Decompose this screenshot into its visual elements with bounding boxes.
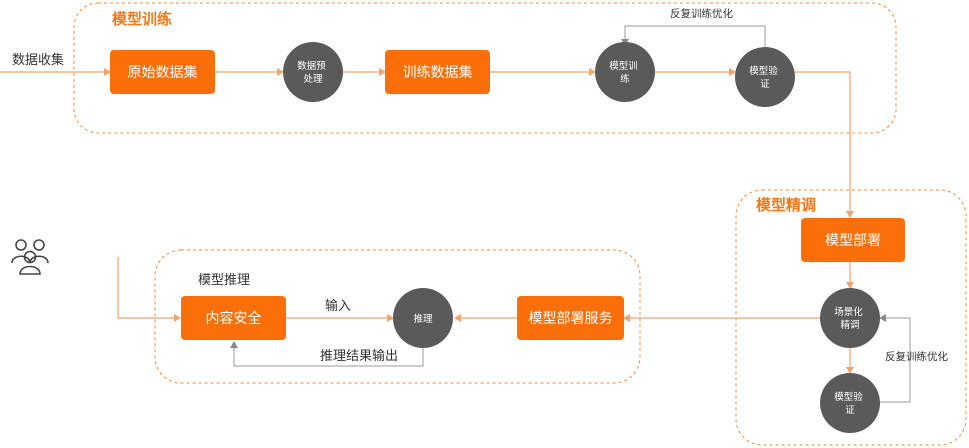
model-train-label-line1: 模型训 <box>609 60 638 72</box>
model-validate-top-node: 模型验 证 <box>735 47 795 107</box>
model-deploy-node: 模型部署 <box>801 218 905 262</box>
model-train-node: 模型训 练 <box>595 42 655 102</box>
train-dataset-node: 训练数据集 <box>385 50 490 94</box>
model-validate-top-line1: 模型验 <box>749 65 778 77</box>
content-safety-node: 内容安全 <box>181 296 286 340</box>
model-validate-bottom-node: 模型验 证 <box>820 373 880 433</box>
svg-text:模型验 证: 模型验 证 <box>749 65 781 90</box>
flow-user-to-safety <box>117 257 181 322</box>
feedback-label-top: 反复训练优化 <box>670 7 733 20</box>
inference-group-box <box>154 249 641 384</box>
finetune-group-title: 模型精调 <box>756 196 816 214</box>
svg-text:场景化 精调: 场景化 精调 <box>834 306 866 331</box>
feedback-label-right: 反复训练优化 <box>885 350 948 363</box>
deploy-service-node: 模型部署服务 <box>517 296 624 340</box>
train-dataset-label: 训练数据集 <box>403 64 473 81</box>
content-safety-label: 内容安全 <box>206 310 262 327</box>
feedback-loop-right <box>878 314 911 403</box>
svg-text:数据预 处理: 数据预 处理 <box>297 60 329 85</box>
data-collection-label: 数据收集 <box>12 52 64 68</box>
training-group-box <box>73 2 897 134</box>
input-label: 输入 <box>325 298 351 314</box>
preprocess-node: 数据预 处理 <box>283 42 343 102</box>
preprocess-label-line2: 处理 <box>303 73 323 85</box>
inference-label: 推理 <box>413 313 433 325</box>
svg-text:模型验 证: 模型验 证 <box>834 391 866 416</box>
raw-dataset-label: 原始数据集 <box>128 64 198 81</box>
model-validate-bottom-line2: 证 <box>845 405 855 416</box>
inference-node: 推理 <box>393 288 453 348</box>
inference-output-label: 推理结果输出 <box>320 348 398 364</box>
scenario-finetune-node: 场景化 精调 <box>820 288 880 348</box>
feedback-loop-top <box>621 25 766 47</box>
model-validate-top-line2: 证 <box>760 79 770 90</box>
model-deploy-label: 模型部署 <box>825 233 881 249</box>
inference-group-title: 模型推理 <box>198 273 250 288</box>
deploy-service-label: 模型部署服务 <box>529 311 613 327</box>
training-group-title: 模型训练 <box>112 10 172 28</box>
scenario-finetune-line1: 场景化 <box>834 306 863 318</box>
preprocess-label-line1: 数据预 <box>297 60 326 72</box>
svg-text:模型训 练: 模型训 练 <box>609 60 641 85</box>
raw-dataset-node: 原始数据集 <box>110 50 215 94</box>
flow-inference-output <box>230 341 424 367</box>
flow-validate-to-deploy <box>795 71 854 218</box>
model-validate-bottom-line1: 模型验 <box>834 391 863 403</box>
scenario-finetune-line2: 精调 <box>840 319 859 331</box>
users-icon <box>11 239 49 275</box>
model-train-label-line2: 练 <box>620 73 630 85</box>
